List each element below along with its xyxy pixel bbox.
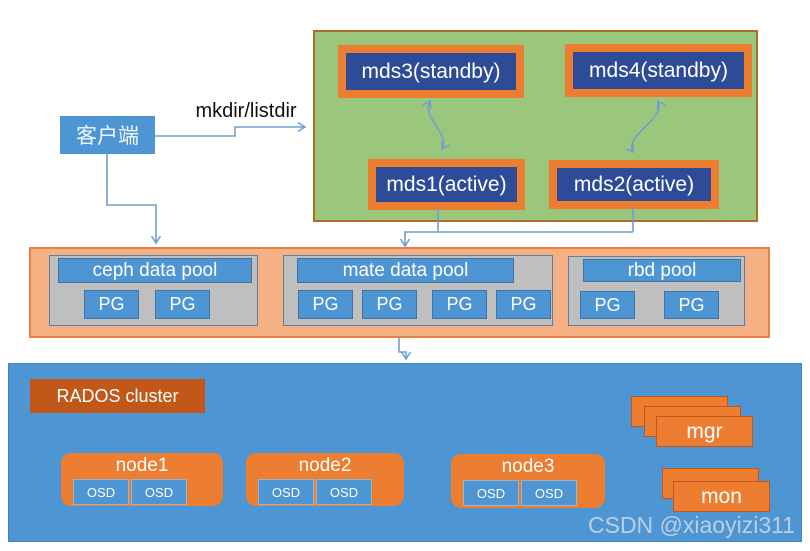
- node1-box: node1 OSD OSD: [61, 453, 223, 506]
- watermark-text: CSDN @xiaoyizi311: [588, 512, 795, 538]
- mon-box: mon: [673, 481, 770, 512]
- mgr-box: mgr: [656, 416, 753, 447]
- rbd-pool-title: rbd pool: [583, 259, 741, 282]
- client-to-datapool-arrow: [106, 154, 162, 245]
- flow-label: mkdir/listdir: [195, 100, 297, 122]
- client-box: 客户端: [60, 116, 155, 154]
- mate-data-pool-box: mate data pool PG PG PG PG: [283, 255, 553, 326]
- pg-box: PG: [84, 290, 139, 319]
- client-label: 客户端: [76, 125, 139, 148]
- mds1-active-label: mds1(active): [376, 167, 517, 202]
- mds3-standby-box: mds3(standby): [338, 45, 524, 98]
- pg-box: PG: [432, 290, 487, 319]
- mds2-active-box: mds2(active): [549, 160, 719, 209]
- osd-box: OSD: [316, 479, 372, 505]
- pg-box: PG: [664, 291, 719, 319]
- osd-box: OSD: [521, 480, 577, 506]
- node3-label: node3: [501, 456, 555, 477]
- pg-box: PG: [496, 290, 551, 319]
- pg-box: PG: [580, 291, 635, 319]
- node1-label: node1: [115, 455, 169, 476]
- mds-cluster-box: mds3(standby) mds4(standby) mds1(active)…: [313, 30, 758, 222]
- mds-to-matepool-arrow: [399, 231, 633, 248]
- osd-box: OSD: [258, 479, 314, 505]
- pg-box: PG: [155, 290, 210, 319]
- mds4-standby-label: mds4(standby): [573, 52, 744, 89]
- osd-box: OSD: [131, 479, 187, 505]
- mds2-active-label: mds2(active): [557, 168, 711, 201]
- rados-cluster-title: RADOS cluster: [30, 379, 205, 413]
- osd-box: OSD: [463, 480, 519, 506]
- pg-box: PG: [362, 290, 417, 319]
- ceph-data-pool-box: ceph data pool PG PG: [49, 255, 258, 326]
- pools-to-rados-arrow: [398, 338, 412, 361]
- pg-box: PG: [298, 290, 353, 319]
- node2-label: node2: [298, 455, 352, 476]
- osd-box: OSD: [73, 479, 129, 505]
- mds4-standby-box: mds4(standby): [565, 44, 752, 97]
- mate-data-pool-title: mate data pool: [297, 258, 514, 283]
- node3-box: node3 OSD OSD: [451, 454, 605, 508]
- rbd-pool-box: rbd pool PG PG: [568, 256, 745, 326]
- rados-cluster-box: RADOS cluster node1 OSD OSD node2 OSD OS…: [8, 363, 802, 542]
- ceph-data-pool-title: ceph data pool: [58, 258, 252, 283]
- node2-box: node2 OSD OSD: [246, 453, 404, 506]
- mds1-active-box: mds1(active): [368, 159, 525, 210]
- client-to-mds-arrow: [155, 121, 307, 137]
- mds3-standby-label: mds3(standby): [346, 53, 516, 90]
